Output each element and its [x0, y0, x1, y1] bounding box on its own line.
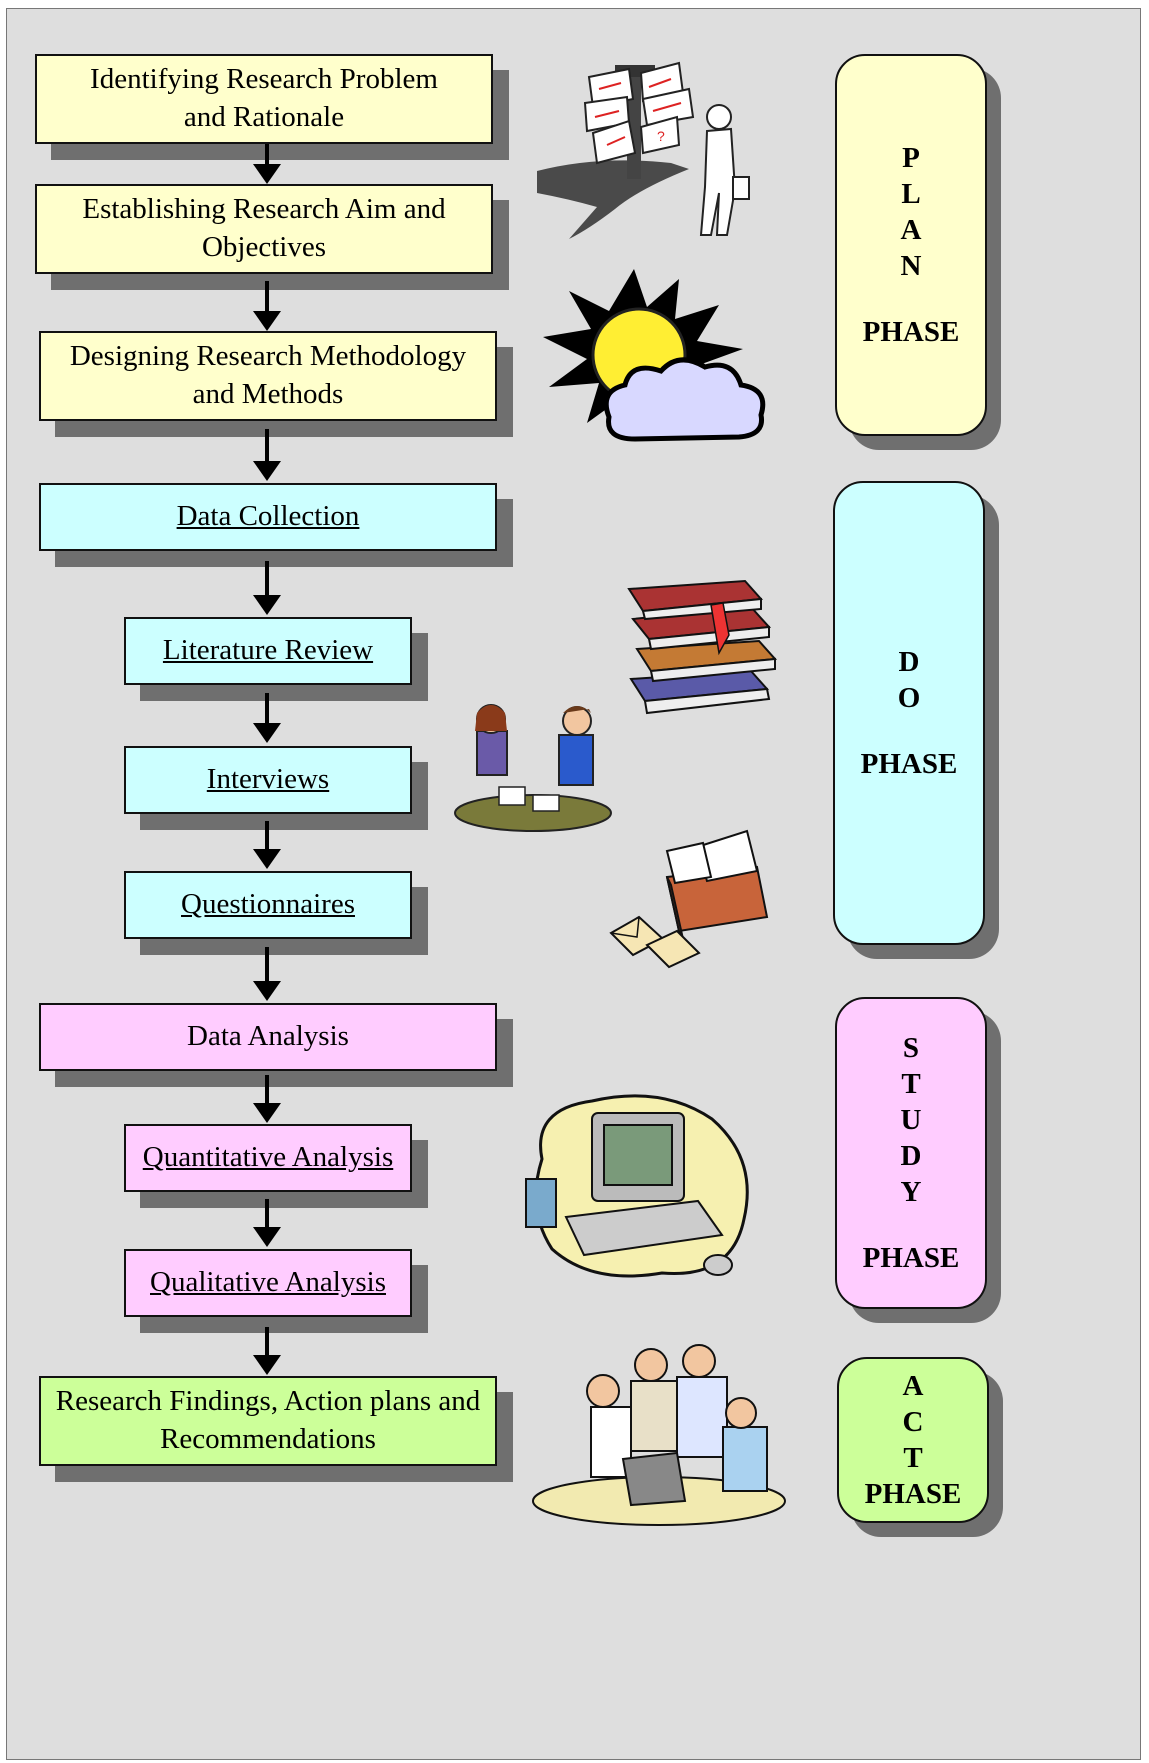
phase-letter: PHASE — [864, 1478, 962, 1510]
flow-arrow-icon — [253, 1327, 281, 1375]
svg-text:?: ? — [657, 128, 665, 144]
flow-arrow-icon — [253, 281, 281, 331]
step-text-line: Establishing Research Aim and — [82, 193, 446, 226]
step-text: Interviews — [206, 763, 330, 796]
plan-phase-label: P L A N PHASE — [835, 54, 987, 436]
phase-word: PHASE — [862, 316, 960, 348]
phase-word: PHASE — [862, 1242, 960, 1274]
team-meeting-icon — [532, 1344, 786, 1526]
flow-arrow-icon — [253, 561, 281, 615]
step-designing-research-methodology: Designing Research Methodology and Method… — [39, 331, 497, 421]
phase-letter: A — [902, 1370, 924, 1402]
step-text: Questionnaires — [181, 888, 355, 921]
study-phase-label: S T U D Y PHASE — [835, 997, 987, 1309]
phase-letter: D — [900, 1140, 922, 1172]
step-text-line: Identifying Research Problem — [90, 63, 438, 96]
step-qualitative-analysis: Qualitative Analysis — [124, 1249, 412, 1317]
diagram-canvas: Identifying Research Problem and Rational… — [6, 8, 1141, 1760]
step-text-line: Recommendations — [160, 1423, 376, 1455]
step-identifying-research-problem: Identifying Research Problem and Rational… — [35, 54, 493, 144]
step-text-line: Research Findings, Action plans and — [55, 1385, 481, 1418]
phase-letter: N — [900, 250, 922, 282]
phase-letter: Y — [900, 1176, 922, 1208]
phase-letter: T — [901, 1068, 921, 1100]
phase-letter: A — [900, 214, 922, 246]
phase-letter: S — [902, 1032, 920, 1064]
step-interviews: Interviews — [124, 746, 412, 814]
step-data-analysis: Data Analysis — [39, 1003, 497, 1071]
step-text: Data Collection — [176, 500, 360, 533]
flow-arrow-icon — [253, 947, 281, 1001]
phase-letter: O — [897, 682, 921, 714]
flow-arrow-icon — [253, 693, 281, 743]
flow-arrow-icon — [253, 1075, 281, 1123]
books-icon — [627, 579, 778, 715]
step-quantitative-analysis: Quantitative Analysis — [124, 1124, 412, 1192]
phase-word: PHASE — [860, 748, 958, 780]
sun-cloud-icon — [543, 269, 766, 442]
step-text: Quantitative Analysis — [142, 1141, 394, 1174]
do-phase-label: D O PHASE — [833, 481, 985, 945]
step-text: Literature Review — [162, 634, 374, 667]
flow-arrow-icon — [253, 429, 281, 481]
step-data-collection: Data Collection — [39, 483, 497, 551]
phase-letter: L — [901, 178, 921, 210]
interview-people-icon — [454, 704, 612, 832]
step-text-line: and Methods — [192, 378, 344, 410]
step-literature-review: Literature Review — [124, 617, 412, 685]
step-text: Data Analysis — [187, 1020, 349, 1053]
phase-letter: C — [902, 1406, 924, 1438]
signpost-thinker-icon: ? — [537, 61, 750, 239]
flow-arrow-icon — [253, 821, 281, 869]
step-text-line: Designing Research Methodology — [69, 340, 467, 373]
phase-letter: P — [902, 142, 920, 174]
flow-arrow-icon — [253, 144, 281, 184]
step-questionnaires: Questionnaires — [124, 871, 412, 939]
step-text-line: Objectives — [201, 231, 326, 263]
flow-arrow-icon — [253, 1199, 281, 1247]
mailbox-envelopes-icon — [609, 829, 769, 969]
step-text-line: and Rationale — [183, 101, 345, 133]
phase-letter: D — [898, 646, 920, 678]
computer-icon — [525, 1094, 749, 1278]
step-text: Qualitative Analysis — [150, 1266, 386, 1299]
phase-letter: T — [903, 1442, 923, 1474]
phase-letter: U — [900, 1104, 922, 1136]
act-phase-label: A C T PHASE — [837, 1357, 989, 1523]
